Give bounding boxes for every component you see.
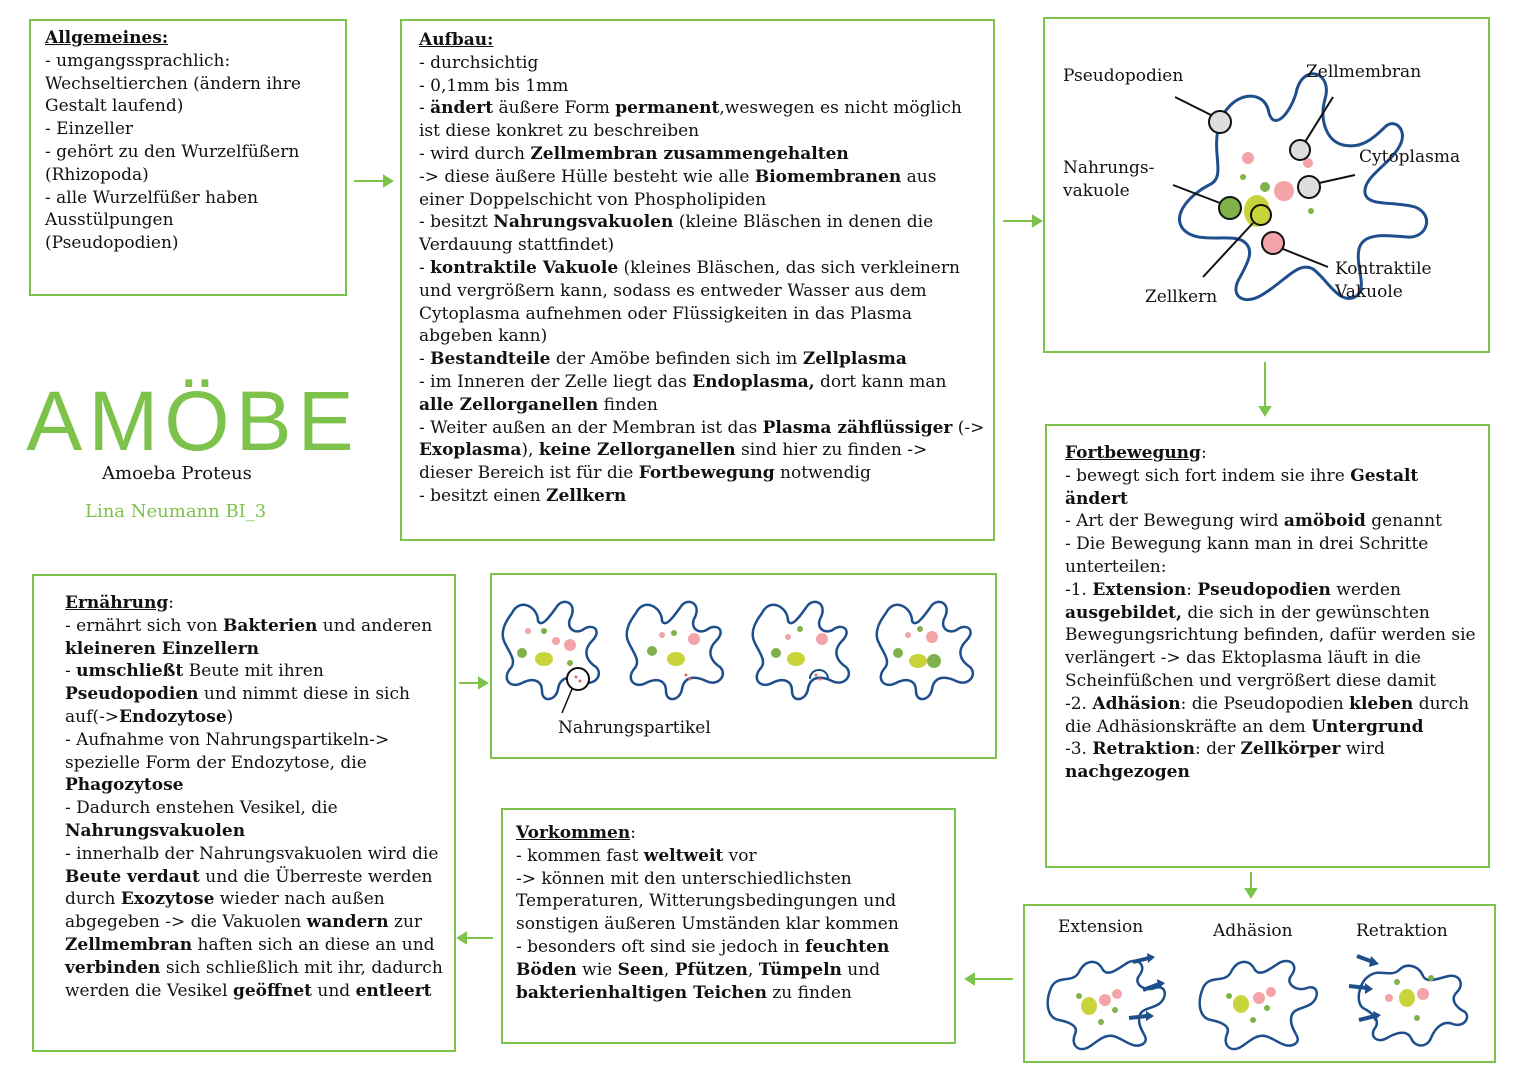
label-zellkern: Zellkern xyxy=(1145,287,1218,307)
label-kontraktile: Kontraktile xyxy=(1335,259,1432,279)
amoeba-step-1 xyxy=(501,600,601,714)
label-retraktion: Retraktion xyxy=(1356,921,1448,941)
aufbau-line: - durchsichtig xyxy=(419,52,539,73)
allgemeines-line: - Einzeller xyxy=(45,119,134,140)
subtitle: Amoeba Proteus xyxy=(102,463,252,484)
aufbau-heading: Aufbau: xyxy=(419,30,494,50)
allgemeines-line: (Rhizopoda) xyxy=(45,164,149,185)
contractile-vacuole-shape xyxy=(1261,231,1285,255)
label-pseudopodien: Pseudopodien xyxy=(1063,66,1184,86)
label-adhaesion: Adhäsion xyxy=(1213,921,1293,941)
extension-amoeba xyxy=(1046,953,1167,1051)
label-kontraktile-vakuole: Vakuole xyxy=(1335,282,1403,302)
label-vakuole: vakuole xyxy=(1063,181,1130,201)
pseudopod-marker xyxy=(1208,110,1232,134)
allgemeines-heading: Allgemeines: xyxy=(45,28,169,48)
aufbau-line: - Weiter außen an der Membran ist das Pl… xyxy=(419,417,985,484)
allgemeines-line: - umgangssprachlich: xyxy=(45,50,231,71)
aufbau-line: - ändert äußere Form permanent,weswegen … xyxy=(419,98,962,142)
title-lettering: AMÖBE xyxy=(26,374,353,468)
allgemeines-line: Gestalt laufend) xyxy=(45,96,184,117)
amoeba-diagram xyxy=(1172,72,1428,301)
aufbau-line: - im Inneren der Zelle liegt das Endopla… xyxy=(419,371,947,415)
author: Lina Neumann BI_3 xyxy=(85,501,267,522)
membrane-marker xyxy=(1289,139,1311,161)
allgemeines-line: - alle Wurzelfüßer haben xyxy=(45,187,259,208)
retraktion-amoeba xyxy=(1348,954,1469,1047)
aufbau-box: Aufbau: - durchsichtig - 0,1mm bis 1mm -… xyxy=(400,19,995,541)
aufbau-line: - Bestandteile der Amöbe befinden sich i… xyxy=(419,349,907,370)
aufbau-line: -> diese äußere Hülle besteht wie alle B… xyxy=(419,166,937,210)
ernaehrung-box: Ernährung: - ernährt sich von Bakterien … xyxy=(32,574,456,1052)
label-zellmembran: Zellmembran xyxy=(1306,62,1422,82)
amoeba-step-2 xyxy=(625,600,725,701)
aufbau-line: - besitzt Nahrungsvakuolen (kleine Bläsc… xyxy=(419,212,934,256)
allgemeines-line: Ausstülpungen xyxy=(45,210,174,231)
fortbewegung-box: Fortbewegung: - bewegt sich fort indem s… xyxy=(1045,424,1490,868)
phagocytosis-sequence xyxy=(501,600,975,714)
allgemeines-line: (Pseudopodien) xyxy=(45,233,179,254)
amoeba-step-4 xyxy=(875,600,975,701)
label-extension: Extension xyxy=(1058,917,1144,937)
allgemeines-box: Allgemeines: - umgangssprachlich: Wechse… xyxy=(29,19,347,296)
fortbewegung-heading: Fortbewegung xyxy=(1065,443,1201,463)
vorkommen-heading: Vorkommen xyxy=(516,823,631,843)
page-title: AMÖBE xyxy=(26,374,359,468)
label-nahrungs: Nahrungs- xyxy=(1063,158,1155,178)
food-particle-marker xyxy=(566,667,590,691)
phagocytosis-box xyxy=(490,573,997,759)
vorkommen-box: Vorkommen: - kommen fast weltweit vor ->… xyxy=(501,808,956,1044)
amoeba-step-3 xyxy=(751,600,851,701)
ernaehrung-heading: Ernährung xyxy=(65,593,169,613)
allgemeines-line: - gehört zu den Wurzelfüßern xyxy=(45,141,300,162)
cytoplasm-marker xyxy=(1297,175,1321,199)
aufbau-line: - kontraktile Vakuole (kleines Bläschen,… xyxy=(419,257,960,347)
label-cytoplasma: Cytoplasma xyxy=(1359,147,1461,167)
aufbau-line: - 0,1mm bis 1mm xyxy=(419,75,569,96)
food-vacuole-shape xyxy=(1218,196,1242,220)
adhaesion-amoeba xyxy=(1198,959,1319,1051)
aufbau-line: - besitzt einen Zellkern xyxy=(419,485,627,506)
label-nahrungspartikel: Nahrungspartikel xyxy=(558,718,711,738)
aufbau-line: - wird durch Zellmembran zusammengehalte… xyxy=(419,143,849,164)
cell-membrane xyxy=(1178,72,1428,301)
allgemeines-line: Wechseltierchen (ändern ihre xyxy=(45,73,301,94)
movement-steps xyxy=(1046,953,1469,1051)
